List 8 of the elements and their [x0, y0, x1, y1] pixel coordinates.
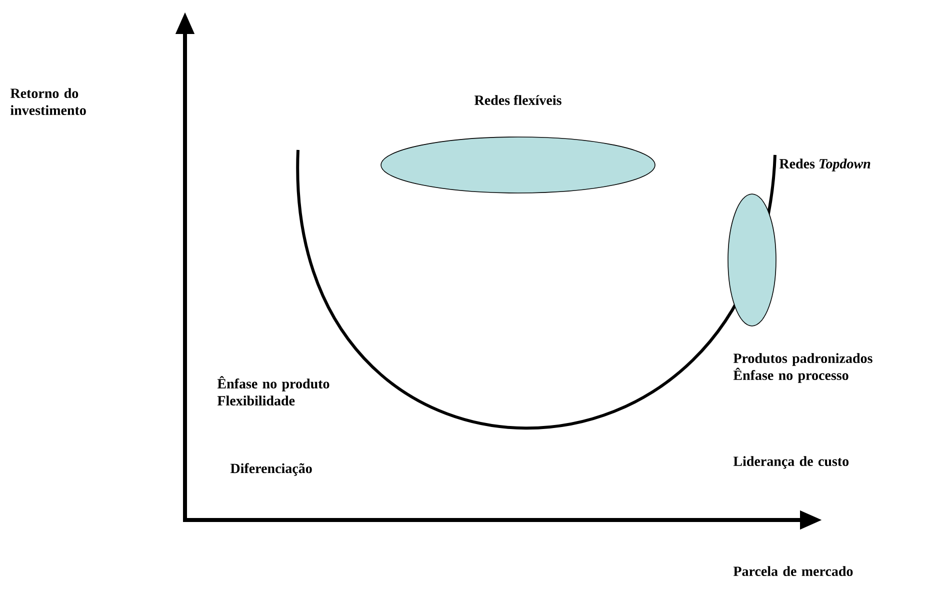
ellipse-label: Redes Topdown: [779, 158, 870, 172]
region-label: Produtos padronizados Ênfase no processo: [733, 353, 872, 383]
region-label: Liderança de custo: [733, 456, 849, 469]
region-label: Diferenciação: [230, 463, 312, 476]
axis-label: Parcela de mercado: [733, 566, 853, 576]
region-label: Ênfase no produto Flexibilidade: [217, 376, 330, 406]
ellipse-label: Redes flexíveis: [474, 94, 562, 105]
axis-label: Retorno do investimento: [10, 88, 86, 116]
